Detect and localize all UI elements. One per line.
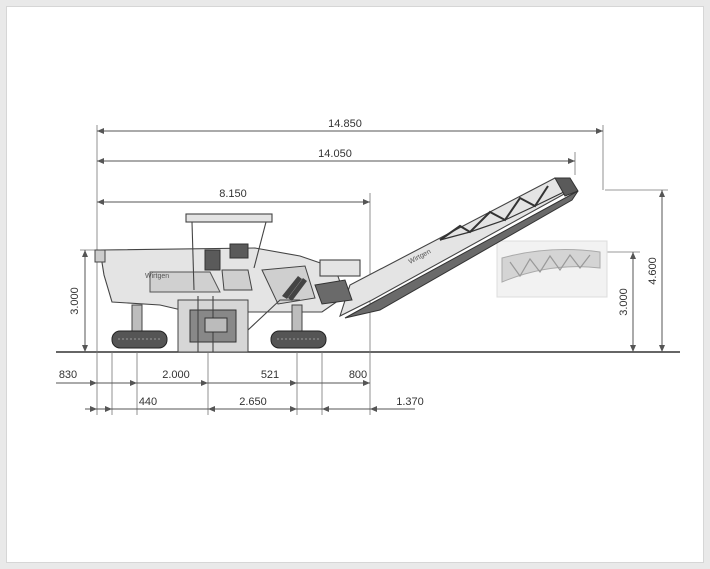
label-4600: 4.600 [647, 257, 659, 285]
label-521: 521 [261, 369, 279, 381]
label-830: 830 [59, 369, 77, 381]
label-440: 440 [139, 396, 157, 408]
label-2650: 2.650 [239, 396, 267, 408]
label-2000: 2.000 [162, 369, 190, 381]
front-bumper [94, 249, 106, 263]
dimension-overall-length-max: 14.850 [97, 118, 603, 134]
milling-drum-housing [177, 296, 249, 353]
dimension-machine-length: 8.150 [97, 188, 370, 205]
label-14850: 14.850 [328, 118, 362, 130]
label-1370: 1.370 [396, 396, 424, 408]
operator-canopy [185, 213, 273, 291]
label-800: 800 [349, 369, 367, 381]
rear-track [270, 304, 327, 349]
dimension-conveyor-height-max: 4.600 [605, 189, 668, 352]
body-brand-text: Wirtgen [145, 273, 169, 280]
support-strut [247, 299, 300, 331]
label-14050: 14.050 [318, 148, 352, 160]
dimension-row-2: 440 2.650 1.370 [85, 396, 424, 412]
front-track [111, 304, 168, 349]
label-3000-right: 3.000 [618, 288, 630, 316]
dimension-row-1: 830 2.000 521 800 [56, 352, 370, 415]
folded-conveyor-inset [496, 240, 608, 298]
discharge-conveyor: Wirtgen [339, 177, 579, 319]
label-8150: 8.150 [219, 188, 247, 200]
dimension-overall-length: 14.050 [97, 148, 575, 164]
label-3000-left: 3.000 [69, 287, 81, 315]
